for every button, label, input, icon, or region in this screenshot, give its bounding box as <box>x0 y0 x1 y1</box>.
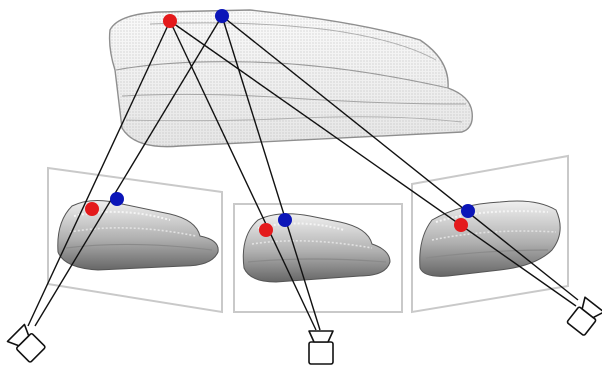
camera-center <box>309 331 333 364</box>
view-left <box>48 168 222 312</box>
blue-keypoint-model <box>215 9 229 23</box>
blue-keypoint-left <box>110 192 124 206</box>
red-keypoint-left <box>85 202 99 216</box>
view-right <box>412 156 568 312</box>
point-cloud-model <box>110 10 473 147</box>
red-keypoint-right <box>454 218 468 232</box>
red-keypoint-center <box>259 223 273 237</box>
blue-keypoint-center <box>278 213 292 227</box>
blue-keypoint-right <box>461 204 475 218</box>
view-center <box>234 204 402 312</box>
red-keypoint-model <box>163 14 177 28</box>
camera-left <box>7 324 46 363</box>
